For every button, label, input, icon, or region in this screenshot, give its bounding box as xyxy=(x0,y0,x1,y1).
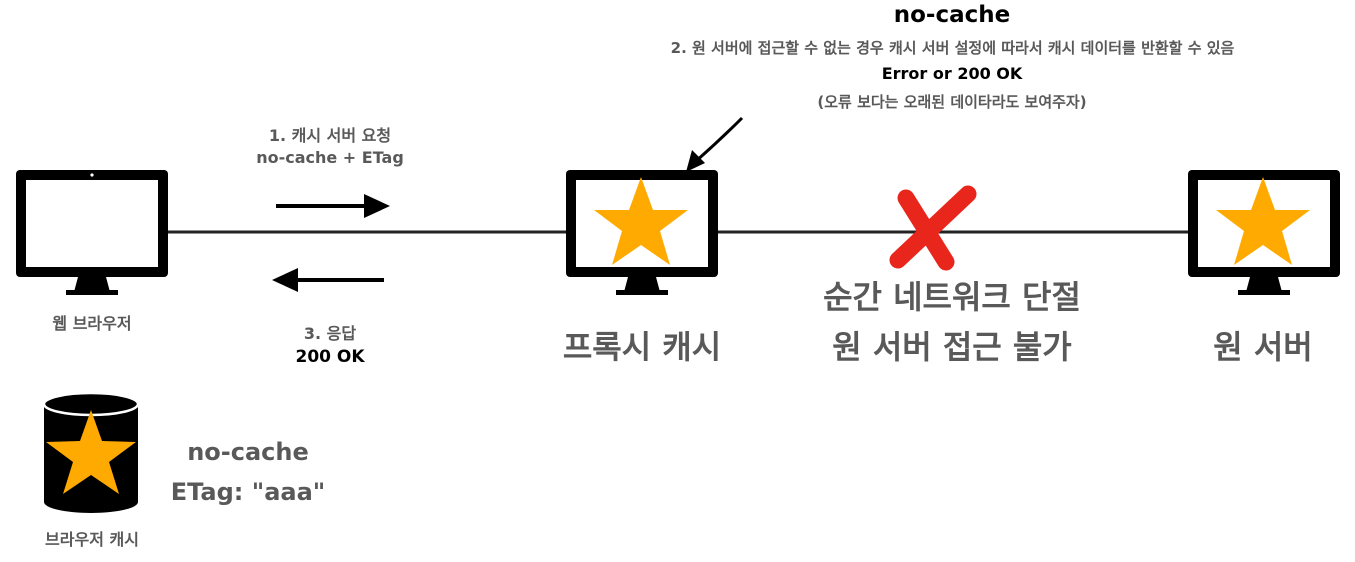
network-failure-label: 순간 네트워크 단절 xyxy=(823,278,1081,316)
pointer-arrow-icon xyxy=(686,116,744,172)
request-headers-label: no-cache + ETag xyxy=(256,148,404,167)
request-arrow-icon xyxy=(276,194,390,218)
proxy-label: 프록시 캐시 xyxy=(562,328,722,366)
origin-unreachable-label: 원 서버 접근 불가 xyxy=(832,328,1072,366)
origin-star-icon xyxy=(1216,177,1310,265)
annotation-line-2: Error or 200 OK xyxy=(881,64,1023,83)
annotation-line-1: 2. 원 서버에 접근할 수 없는 경우 캐시 서버 설정에 따라서 캐시 데이… xyxy=(670,39,1235,57)
response-arrow-icon xyxy=(272,268,384,292)
proxy-star-icon xyxy=(594,177,688,265)
browser-monitor-icon xyxy=(16,170,168,295)
browser-label: 웹 브라우저 xyxy=(52,314,132,333)
cache-directive-label: no-cache xyxy=(187,438,309,466)
browser-cache-label: 브라우저 캐시 xyxy=(45,530,139,549)
response-label: 3. 응답 xyxy=(303,324,357,343)
annotation-line-3: (오류 보다는 오래된 데이타라도 보여주자) xyxy=(817,93,1087,111)
origin-label: 원 서버 xyxy=(1213,328,1313,366)
diagram-title: no-cache xyxy=(893,2,1011,28)
request-label: 1. 캐시 서버 요청 xyxy=(268,126,392,145)
cache-etag-label: ETag: "aaa" xyxy=(170,478,326,506)
response-status-label: 200 OK xyxy=(295,347,365,367)
browser-cache-star-icon xyxy=(46,410,136,494)
network-cut-cross-icon xyxy=(889,185,977,271)
